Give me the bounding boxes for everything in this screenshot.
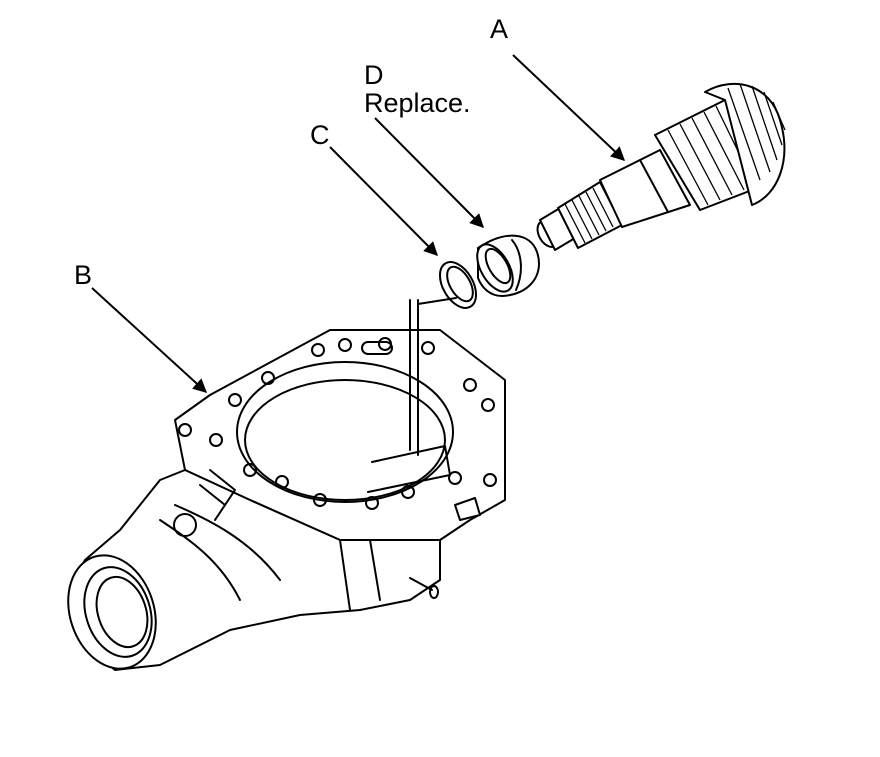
gear-teeth [727, 83, 786, 181]
spacer-d [476, 234, 540, 297]
leader-c [329, 146, 438, 256]
label-b: B [74, 260, 93, 290]
leader-b [91, 287, 208, 393]
label-d: D [364, 60, 384, 90]
leader-lines [91, 54, 626, 393]
leader-d [374, 117, 484, 228]
leader-a [512, 54, 626, 161]
drive-pinion-a [536, 83, 786, 251]
carrier-housing-b [67, 299, 506, 671]
label-c: C [310, 120, 330, 150]
label-d-note: Replace. [364, 88, 471, 118]
flange-bolt-holes [178, 337, 497, 510]
alignment-line [417, 297, 457, 305]
o-ring-c [438, 261, 478, 309]
spline-teeth [564, 187, 614, 244]
label-a: A [490, 14, 509, 44]
